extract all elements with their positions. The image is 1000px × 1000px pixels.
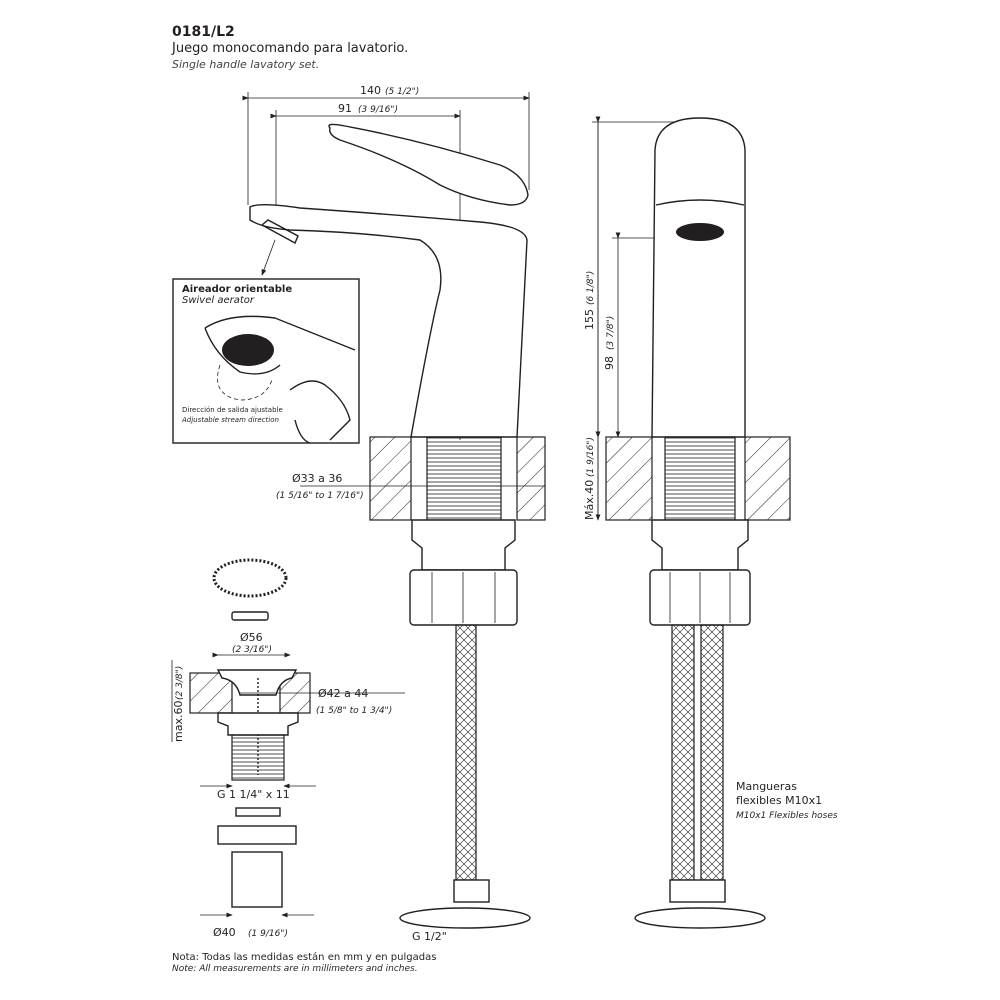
dim-drain-outlet: Ø40 xyxy=(213,926,236,939)
product-title-en: Single handle lavatory set. xyxy=(172,58,320,71)
aerator-note-es: Dirección de salida ajustable xyxy=(182,406,283,414)
countertop-section-right xyxy=(516,436,546,521)
ball-chain xyxy=(212,558,288,598)
note-en: Note: All measurements are in millimeter… xyxy=(172,964,418,974)
dim-155-in: (6 1/8") xyxy=(586,271,596,305)
dim-drain-thread: G 1 1/4" x 11 xyxy=(217,788,290,801)
aerator-front xyxy=(676,223,724,241)
dim-hole-in: (1 5/16" to 1 7/16") xyxy=(276,491,364,501)
dim-98: 98 xyxy=(603,356,616,370)
faucet-body xyxy=(249,204,528,438)
dim-140-in: (5 1/2") xyxy=(385,87,419,97)
faucet-side-view: 140 (5 1/2") 91 (3 9/16") Ø33 a 36 (1 5/… xyxy=(242,84,546,943)
dim-hole: Ø33 a 36 xyxy=(292,472,342,485)
flexible-hose-left xyxy=(671,624,695,881)
drain-plug xyxy=(231,611,269,621)
hoses-label-en: M10x1 Flexibles hoses xyxy=(736,811,838,821)
hoses-label-2: flexibles M10x1 xyxy=(736,794,822,807)
product-code: 0181/L2 xyxy=(172,24,235,40)
dim-drain-flange: Ø56 xyxy=(240,631,263,644)
threaded-stud xyxy=(426,436,502,521)
dim-max40: Máx.40 xyxy=(583,480,596,520)
dim-drain-max: max.60 xyxy=(172,701,185,742)
dim-drain-outlet-in: (1 9/16") xyxy=(248,929,288,939)
hoses-label-1: Mangueras xyxy=(736,780,797,793)
countertop-section-left xyxy=(369,436,412,521)
aerator-tip xyxy=(260,219,299,244)
dim-hose-thread: G 1/2" xyxy=(412,930,447,943)
drain-assembly: Ø56 (2 3/16") max.60 (2 3/8") Ø42 a 44 (… xyxy=(171,558,405,939)
faucet-front-view: 155 (6 1/8") 98 (3 7/8") Máx.40 (1 9/16"… xyxy=(583,116,838,929)
flexible-hose xyxy=(455,624,477,881)
faucet-body-front xyxy=(651,117,746,438)
fixing-nut xyxy=(411,519,516,571)
aerator-title-en: Swivel aerator xyxy=(182,295,255,306)
dim-drain-flange-in: (2 3/16") xyxy=(232,645,272,655)
dim-155: 155 xyxy=(583,309,596,330)
aerator-inset: Aireador orientable Swivel aerator Direc… xyxy=(172,278,360,444)
dim-max40-in: (1 9/16") xyxy=(586,437,596,477)
flexible-hose-right xyxy=(700,624,724,881)
aerator-note-en: Adjustable stream direction xyxy=(181,416,279,424)
dim-drain-max-in: (2 3/8") xyxy=(175,666,185,700)
note-es: Nota: Todas las medidas están en mm y en… xyxy=(172,951,436,963)
aerator-nozzle xyxy=(222,334,274,366)
dim-91-in: (3 9/16") xyxy=(358,105,398,115)
dim-140: 140 xyxy=(360,84,381,97)
dim-91: 91 xyxy=(338,102,352,115)
handle-lever xyxy=(328,123,529,206)
aerator-title-es: Aireador orientable xyxy=(182,284,292,295)
escutcheon xyxy=(399,907,531,929)
product-title-es: Juego monocomando para lavatorio. xyxy=(172,41,409,56)
dim-drain-hole: Ø42 a 44 xyxy=(318,687,368,700)
dim-98-in: (3 7/8") xyxy=(606,316,616,350)
hex-nut xyxy=(409,569,518,626)
hose-nut xyxy=(453,879,490,903)
dim-drain-hole-in: (1 5/8" to 1 3/4") xyxy=(316,706,392,716)
